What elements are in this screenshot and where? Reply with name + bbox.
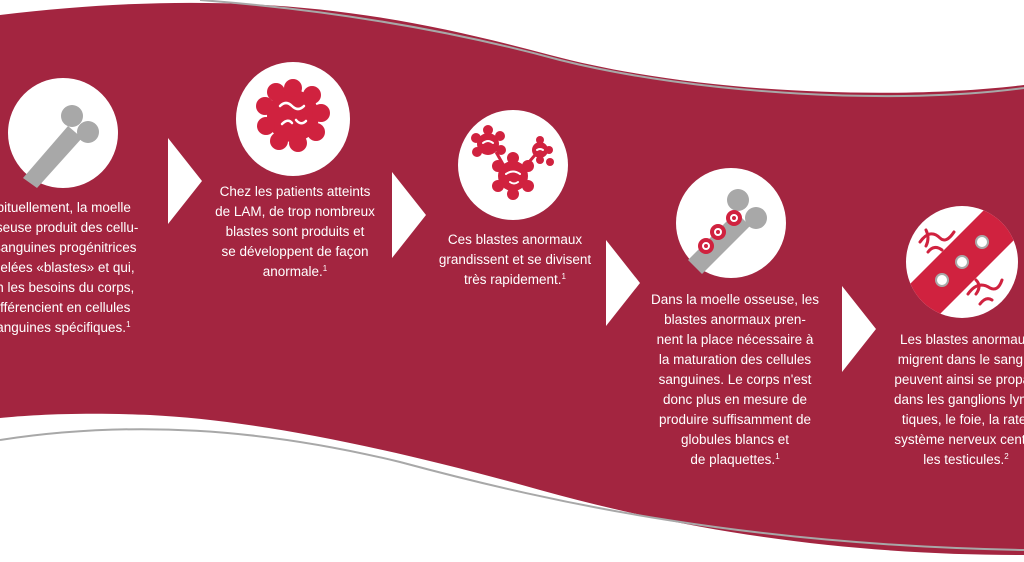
step-5-line-5: tiques, le foie, la rate, — [901, 412, 1024, 427]
step-3-line-2: grandissent et se divisent — [438, 252, 592, 267]
step-2-line-3: blastes sont produits et — [225, 224, 365, 239]
step-1-line-1: abituellement, la moelle — [0, 200, 131, 215]
step-2-icon-circle — [236, 62, 350, 176]
wave-bottom-outline — [0, 428, 1024, 551]
step-5-line-6: système nerveux centra — [894, 432, 1024, 447]
step-1-footnote: 1 — [126, 320, 131, 329]
bone-with-blasts-icon — [688, 189, 767, 274]
step-5-text: Les blastes anormaux migrent dans le san… — [876, 330, 1024, 470]
wave-top-outline — [199, 0, 1024, 98]
step-2-line-1: Chez les patients atteints — [219, 184, 371, 199]
step-1-line-2: osseuse produit des cellu- — [0, 220, 139, 235]
step-1-line-6: différencient en cellules — [0, 300, 131, 315]
step-4-text: Dans la moelle osseuse, les blastes anor… — [645, 290, 825, 470]
step-4-line-1: Dans la moelle osseuse, les — [650, 292, 820, 307]
step-3-text: Ces blastes anormaux grandissent et se d… — [430, 230, 600, 290]
step-5-line-1: Les blastes anormaux — [899, 332, 1024, 347]
step-4-line-5: sanguines. Le corps n'est — [658, 372, 812, 387]
dividing-blasts-icon — [471, 125, 554, 200]
step-1-line-4: ppelées «blastes» et qui, — [0, 260, 135, 275]
step-4-line-4: la maturation des cellules — [658, 352, 812, 367]
step-3-line-3: très rapidement. — [464, 272, 562, 287]
step-5-footnote: 2 — [1004, 452, 1009, 461]
migrating-blasts-icon — [906, 206, 1018, 318]
step-1-line-3: s sanguines progénitrices — [0, 240, 137, 255]
step-2-footnote: 1 — [322, 264, 328, 273]
step-3-icon-circle — [458, 110, 568, 220]
step-5-line-7: les testicules. — [923, 452, 1005, 467]
bone-icon — [23, 105, 99, 188]
step-4-line-2: blastes anormaux pren- — [664, 312, 806, 327]
step-4-line-3: nent la place nécessaire à — [656, 332, 814, 347]
arrow-right-icon — [606, 240, 640, 326]
arrow-right-icon — [168, 138, 202, 224]
step-1-line-5: lon les besoins du corps, — [0, 280, 135, 295]
step-3-footnote: 1 — [561, 272, 566, 281]
blast-cell-icon — [256, 79, 330, 152]
step-2-text: Chez les patients atteints de LAM, de tr… — [210, 182, 380, 282]
step-5-line-2: migrent dans le sang e — [897, 352, 1024, 367]
step-1-icon-circle — [8, 78, 118, 188]
arrow-right-icon — [392, 172, 426, 258]
step-5-icon-circle — [906, 206, 1018, 318]
step-1-line-7: sanguines spécifiques. — [0, 320, 127, 335]
step-5-line-4: dans les ganglions lymp — [893, 392, 1024, 407]
step-4-line-6: donc plus en mesure de — [662, 392, 808, 407]
arrow-right-icon — [842, 286, 876, 372]
step-4-line-9: de plaquettes. — [690, 452, 776, 467]
step-5-line-3: peuvent ainsi se propag — [894, 372, 1024, 387]
step-2-line-5: anormale. — [262, 264, 323, 279]
step-4-footnote: 1 — [775, 452, 780, 461]
step-2-line-2: de LAM, de trop nombreux — [215, 204, 375, 219]
step-4-line-8: globules blancs et — [680, 432, 790, 447]
step-2-line-4: se développent de façon — [221, 244, 369, 259]
step-4-icon-circle — [676, 168, 786, 278]
step-3-line-1: Ces blastes anormaux — [447, 232, 583, 247]
step-4-line-7: produire suffisamment de — [658, 412, 812, 427]
step-1-text: abituellement, la moelle osseuse produit… — [0, 198, 140, 338]
